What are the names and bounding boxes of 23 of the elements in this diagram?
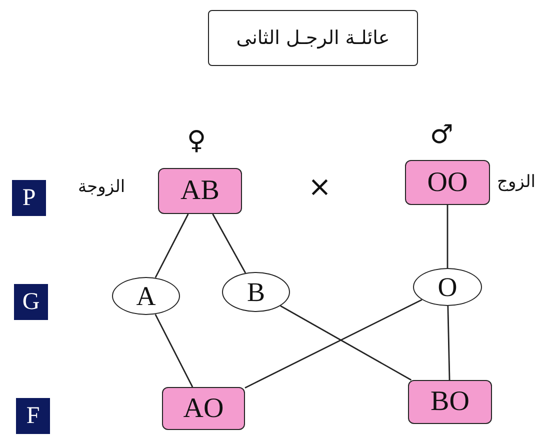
title-box: عائلـة الرجـل الثانى — [208, 10, 418, 66]
parent-label: الزوج — [497, 172, 536, 192]
genotype-box: AO — [162, 387, 245, 430]
cross-sign: × — [308, 170, 332, 203]
connector-line — [212, 214, 246, 274]
gamete-oval: B — [222, 272, 290, 312]
connector-line — [244, 299, 422, 388]
connector-line — [280, 305, 412, 381]
gamete-oval: O — [413, 268, 482, 306]
parent-label: الزوجة — [78, 177, 126, 197]
sex-symbol: ♀ — [187, 126, 206, 156]
sex-symbol: ♂ — [430, 120, 454, 150]
generation-label: G — [14, 284, 48, 320]
connector-line — [154, 214, 189, 278]
connector-line — [154, 314, 194, 388]
connector-line — [447, 306, 450, 380]
genotype-box: BO — [408, 380, 492, 424]
generation-label: F — [16, 398, 50, 434]
connector-line — [446, 205, 448, 268]
generation-label: P — [12, 180, 46, 216]
genotype-box: AB — [158, 168, 242, 214]
genotype-box: OO — [405, 160, 490, 205]
gamete-oval: A — [112, 277, 180, 315]
